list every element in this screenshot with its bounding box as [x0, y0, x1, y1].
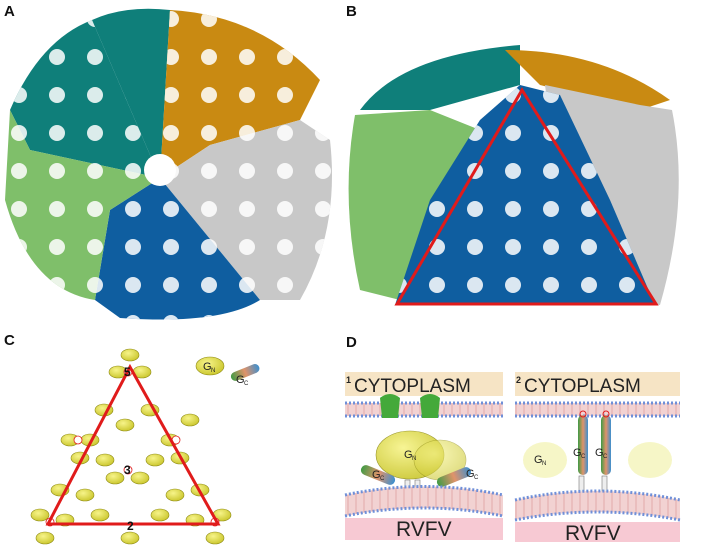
panel-b-pentamer — [348, 45, 679, 306]
d-right-cyto-band — [515, 372, 680, 396]
b-green-sector — [348, 110, 480, 305]
b-red-triangle — [394, 87, 659, 306]
svg-text:C: C — [244, 381, 249, 387]
svg-text:2: 2 — [516, 375, 521, 385]
c-gc-legend-icon: G C — [230, 364, 260, 387]
d-right-cyto-label: CYTOPLASM — [524, 376, 641, 397]
d-right-gc-label: G — [573, 447, 582, 459]
panel-b-letter: B — [346, 3, 357, 20]
svg-text:C: C — [380, 476, 385, 482]
svg-text:1: 1 — [346, 375, 351, 385]
b-teal-sector — [360, 45, 520, 110]
svg-text:G: G — [466, 468, 475, 480]
panel-a-pentamer — [5, 8, 332, 320]
panel-c-schematic: 5 3 2 G N G C — [30, 348, 260, 545]
svg-text:C: C — [474, 475, 479, 481]
svg-text:N: N — [542, 461, 546, 467]
b-orange-sector — [505, 50, 670, 110]
svg-text:N: N — [412, 456, 416, 462]
panel-a-letter: A — [4, 3, 15, 20]
svg-text:G: G — [203, 361, 212, 373]
panel-d-right: 2 CYTOPLASM G N G C G C RVFV — [514, 372, 681, 545]
c-gn-legend-icon: G N — [195, 356, 225, 376]
a-center-hole — [144, 154, 176, 186]
svg-text:C: C — [603, 454, 608, 460]
d-right-rvfv-label: RVFV — [565, 522, 621, 545]
svg-text:N: N — [211, 368, 215, 374]
c-symmetry-2: 2 — [127, 519, 134, 533]
d-left-cyto-label: CYTOPLASM — [354, 376, 471, 397]
c-red-triangle — [45, 363, 221, 526]
panel-c-letter: C — [4, 332, 15, 349]
panel-d-left: 1 CYTOPLASM G N G C G C RVFV — [344, 372, 504, 541]
c-symmetry-3: 3 — [124, 463, 131, 477]
d-left-gn-label: G — [404, 449, 413, 461]
d-left-cyto-band — [345, 372, 503, 396]
d-right-gn-label: G — [534, 454, 543, 466]
d-left-rvfv-label: RVFV — [396, 518, 452, 541]
svg-text:G: G — [595, 447, 604, 459]
svg-text:C: C — [581, 454, 586, 460]
d-left-gc-label: G — [372, 469, 381, 481]
panel-d-letter: D — [346, 334, 357, 351]
c-symmetry-5: 5 — [124, 365, 131, 379]
svg-text:G: G — [236, 374, 245, 386]
